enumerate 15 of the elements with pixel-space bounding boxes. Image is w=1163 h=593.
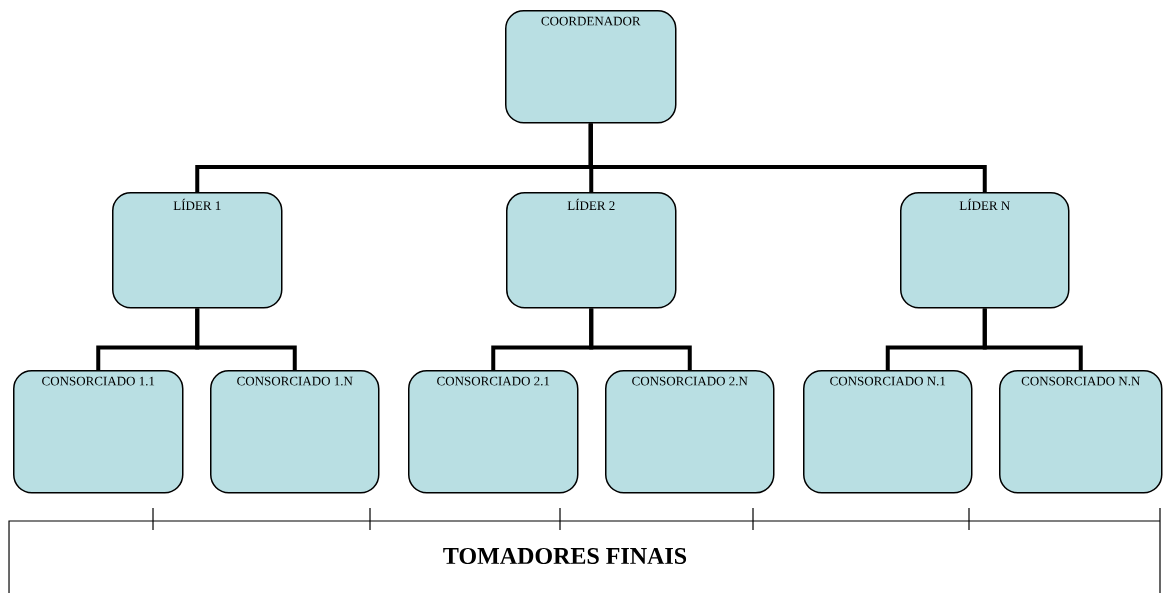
org-box: CONSORCIADO N.N xyxy=(999,370,1163,494)
connector xyxy=(982,308,1083,370)
group-label: TOMADORES FINAIS xyxy=(443,547,687,565)
org-box: LÍDER 2 xyxy=(506,192,677,309)
org-box: CONSORCIADO N.1 xyxy=(803,370,973,494)
org-box: CONSORCIADO 1.1 xyxy=(13,370,184,494)
org-box: COORDENADOR xyxy=(505,10,677,124)
connector xyxy=(589,308,692,370)
org-box: CONSORCIADO 1.N xyxy=(210,370,380,494)
connector xyxy=(195,308,297,370)
org-box: LÍDER 1 xyxy=(112,192,283,309)
org-box: LÍDER N xyxy=(900,192,1070,309)
org-box: CONSORCIADO 2.1 xyxy=(408,370,579,494)
connector xyxy=(588,123,987,192)
org-box: CONSORCIADO 2.N xyxy=(605,370,775,494)
